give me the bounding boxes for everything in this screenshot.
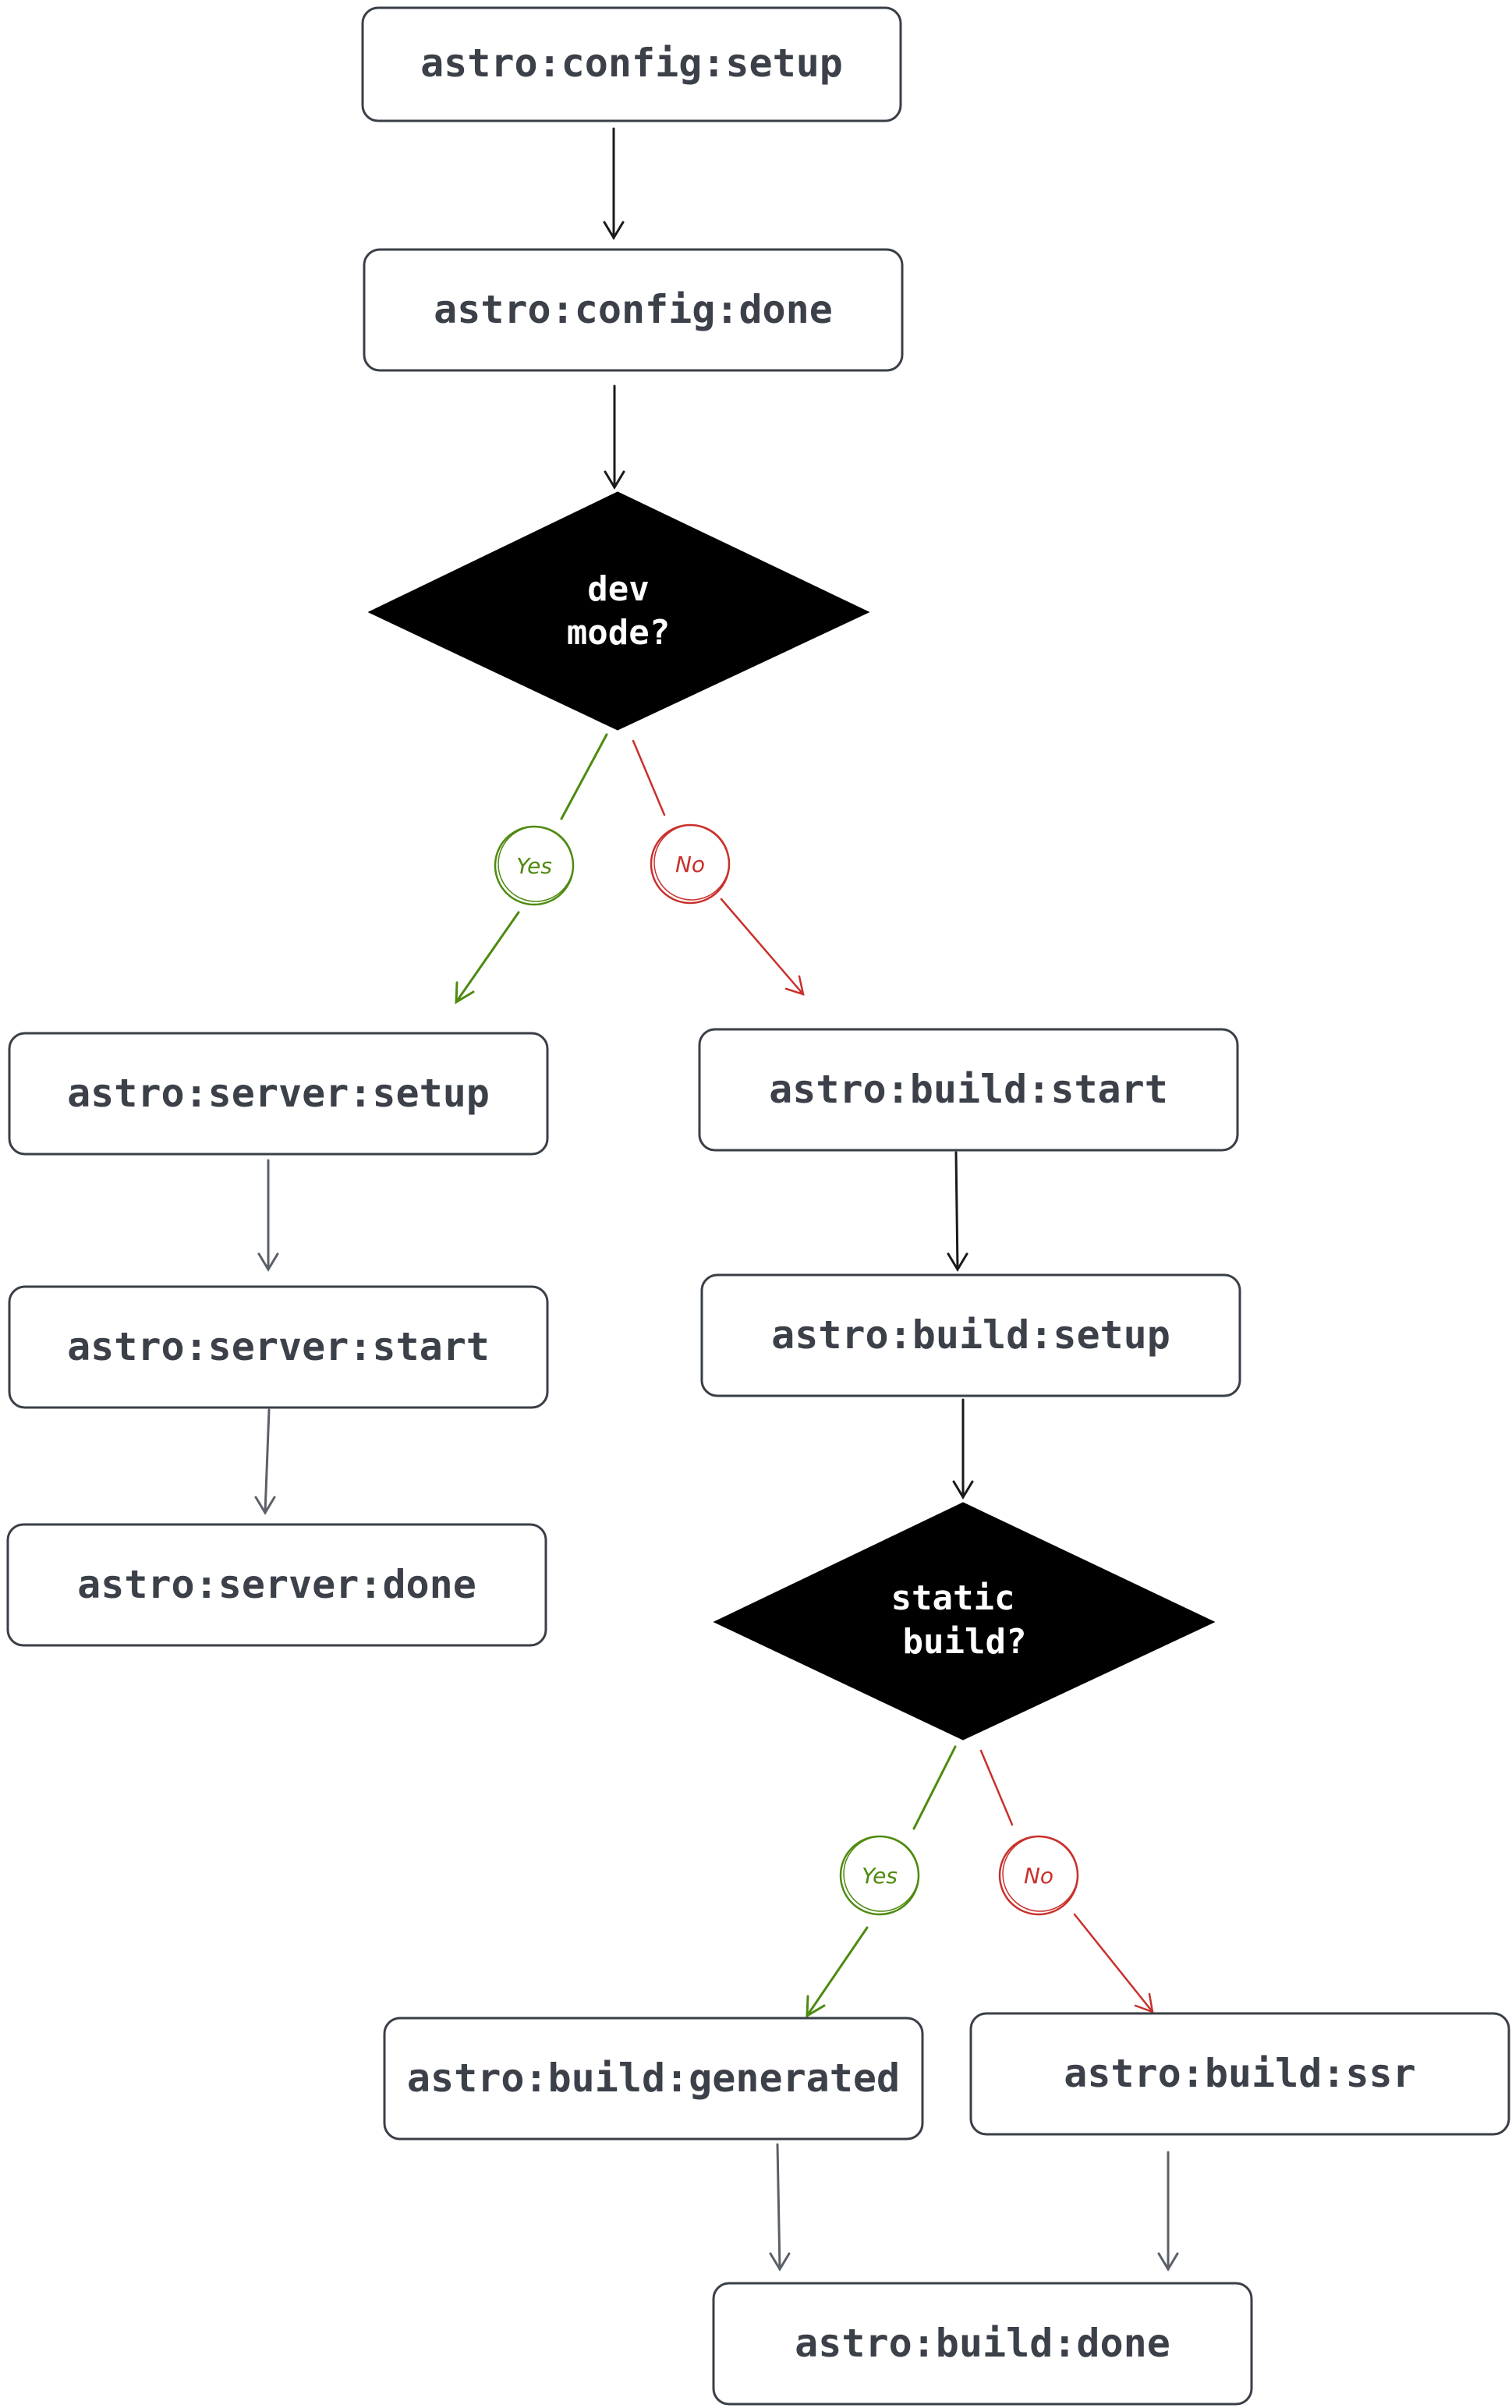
decision-label-line2: mode? [567,613,670,653]
node-label: astro:server:done [77,1562,476,1607]
node-build-ssr: astro:build:ssr [969,2012,1510,2136]
edge-build-ssr-to-build-done [1157,2151,1179,2272]
node-build-setup: astro:build:setup [700,1273,1241,1397]
badge-dev-yes: Yes [494,825,575,906]
edge-static-build-no [979,1749,1154,2013]
edge-dev-mode-yes [455,733,608,1004]
badge-label: Yes [516,853,552,879]
node-server-done: astro:server:done [6,1523,547,1647]
edge-static-build-yes [806,1745,957,2018]
node-label: astro:server:setup [67,1071,490,1116]
badge-label: No [675,852,705,877]
node-label: astro:config:done [434,287,833,332]
badge-static-no: No [998,1835,1079,1916]
badge-static-yes: Yes [839,1835,920,1916]
node-build-generated: astro:build:generated [383,2017,924,2141]
edge-server-start-to-server-done [254,1408,276,1515]
node-label: astro:build:setup [771,1312,1170,1358]
decision-static-build: static build? [713,1502,1216,1740]
node-label: astro:build:start [769,1067,1168,1112]
edge-server-setup-to-server-start [257,1159,279,1272]
badge-dev-no: No [650,823,731,905]
edge-build-start-to-build-setup [947,1151,968,1272]
decision-dev-mode: dev mode? [367,491,870,731]
badge-label: No [1024,1863,1053,1889]
node-server-setup: astro:server:setup [8,1032,549,1156]
node-build-start: astro:build:start [698,1028,1239,1152]
decision-label-line1: dev [587,569,649,609]
decision-label-line1: static [891,1578,1015,1618]
node-label: astro:build:generated [407,2056,900,2101]
node-config-setup: astro:config:setup [361,6,902,122]
edge-config-setup-to-config-done [603,127,625,240]
edge-build-generated-to-build-done [769,2143,791,2272]
decision-label-line2: build? [903,1622,1027,1662]
node-server-start: astro:server:start [8,1285,549,1409]
badge-label: Yes [862,1863,898,1889]
edges [254,127,1179,2272]
edge-config-done-to-dev-mode [604,384,625,490]
node-label: astro:build:ssr [1064,2051,1416,2096]
node-build-done: astro:build:done [712,2282,1253,2406]
node-config-done: astro:config:done [363,248,904,372]
edge-dev-mode-no [632,739,805,996]
node-label: astro:config:setup [420,41,843,86]
node-label: astro:build:done [795,2321,1170,2366]
node-label: astro:server:start [67,1324,490,1369]
edge-build-setup-to-static-build [952,1398,974,1500]
